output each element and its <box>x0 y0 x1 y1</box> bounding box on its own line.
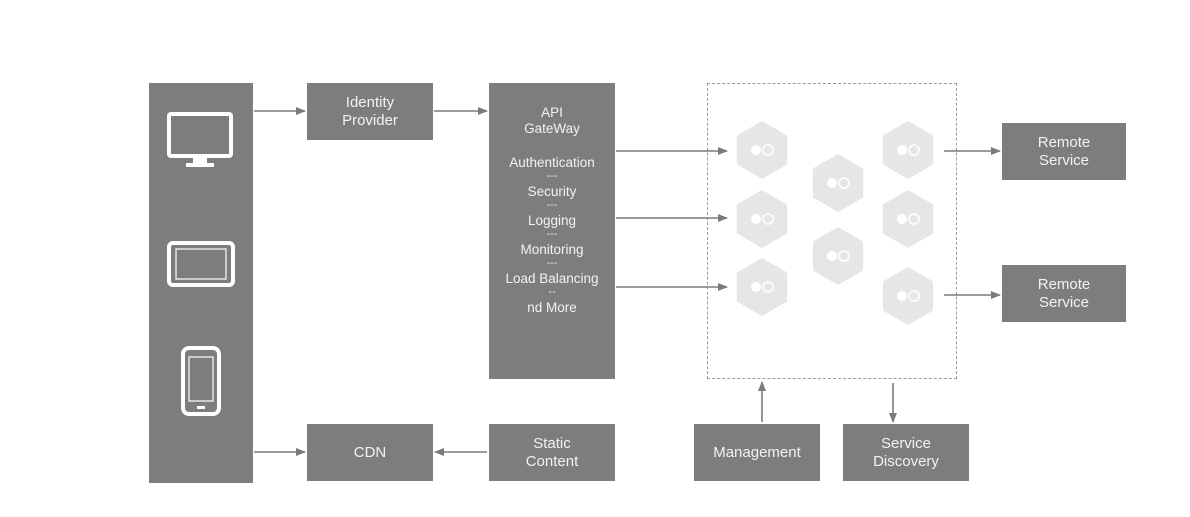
smartphone-icon <box>181 346 221 416</box>
api-gateway-title: API GateWay <box>524 105 580 136</box>
remote-service-label: Remote Service <box>1037 275 1091 311</box>
microservices-cluster <box>707 83 957 379</box>
gateway-separator: --- <box>546 170 558 182</box>
service-discovery-label: Service Discovery <box>873 434 939 470</box>
gateway-feature: Logging <box>527 213 577 228</box>
gateway-feature: nd More <box>527 300 577 315</box>
cdn-label: CDN <box>353 443 387 461</box>
desktop-monitor-icon <box>167 112 233 167</box>
gateway-separator: -- <box>548 286 556 298</box>
management-box: Management <box>694 424 820 481</box>
management-label: Management <box>713 443 801 461</box>
cdn-box: CDN <box>307 424 433 481</box>
remote-service-box: Remote Service <box>1002 123 1126 180</box>
remote-service-box: Remote Service <box>1002 265 1126 322</box>
remote-service-label: Remote Service <box>1037 133 1091 169</box>
static-content-label: Static Content <box>525 434 579 470</box>
gateway-feature: Authentication <box>509 155 595 170</box>
identity-provider-label: Identity Provider <box>342 93 398 129</box>
gateway-separator: --- <box>546 199 558 211</box>
gateway-feature: Load Balancing <box>505 271 599 286</box>
client-devices-column <box>149 83 253 483</box>
gateway-separator: --- <box>546 228 558 240</box>
static-content-box: Static Content <box>489 424 615 481</box>
gateway-separator: --- <box>546 257 558 269</box>
tablet-icon <box>167 241 235 287</box>
api-gateway-box: API GateWay Authentication --- Security … <box>489 83 615 379</box>
gateway-feature: Monitoring <box>520 242 584 257</box>
identity-provider-box: Identity Provider <box>307 83 433 140</box>
service-discovery-box: Service Discovery <box>843 424 969 481</box>
gateway-feature: Security <box>527 184 577 199</box>
